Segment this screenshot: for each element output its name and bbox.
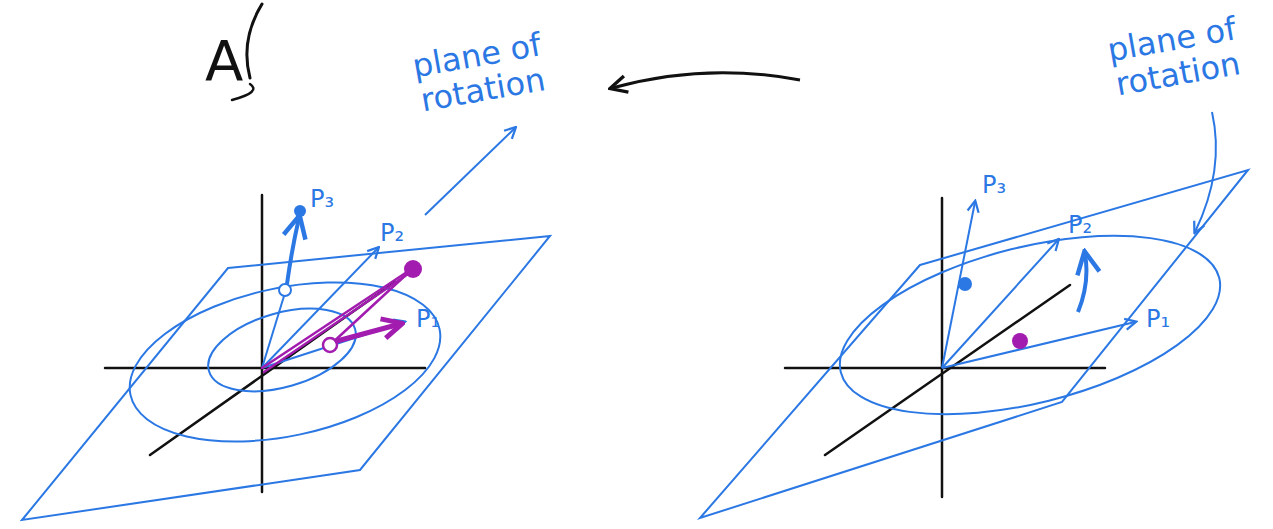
vector-label: P₃ [982, 172, 1006, 198]
vector-label: P₂ [1068, 212, 1092, 238]
map-letter: A [205, 30, 243, 92]
plane-label: plane of rotation [390, 24, 570, 123]
vector-label: P₁ [1146, 306, 1170, 332]
map-arrow [612, 73, 800, 88]
right-figure [700, 112, 1248, 518]
vector-label: P₂ [380, 220, 404, 246]
vector-label: P₃ [310, 186, 334, 212]
left-figure [22, 128, 550, 520]
vector-label: P₁ [416, 306, 440, 332]
plane-label: plane of rotation [1085, 8, 1265, 107]
